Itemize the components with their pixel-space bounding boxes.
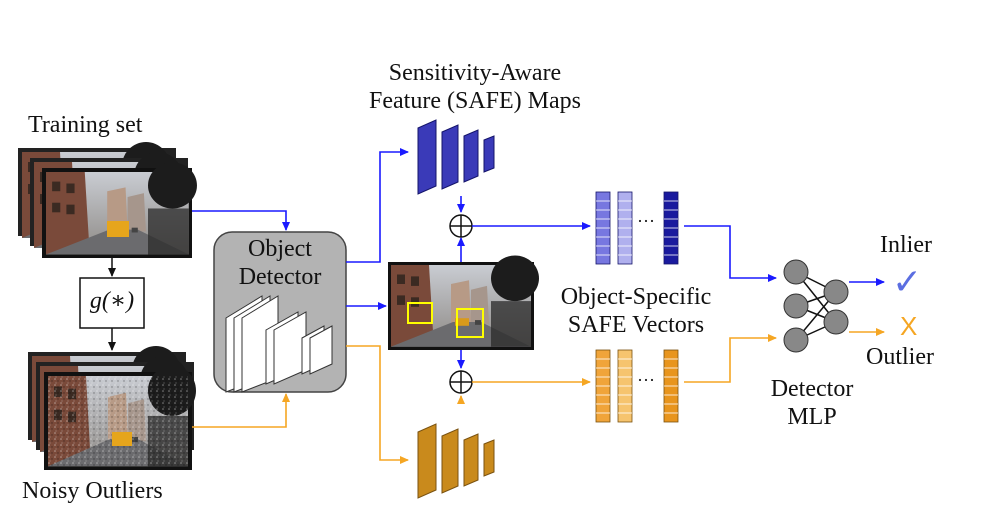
arrow-blue-vectors-to-mlp (684, 225, 777, 282)
blue-feature-maps (417, 119, 495, 195)
object-detector-line2: Detector (238, 263, 322, 290)
detector-mlp-label: Detector MLP (752, 376, 872, 431)
training-set-label: Training set (28, 112, 143, 138)
x-icon: X (900, 311, 918, 341)
taxi-mark (107, 221, 129, 237)
check-icon: ✓ (892, 262, 923, 303)
safe-vectors-line1: Object-Specific (560, 284, 712, 310)
safe-maps-title-line1: Sensitivity-Aware (388, 60, 562, 86)
arrow-noisy-to-detector (192, 393, 290, 428)
orange-vectors-ellipsis: ··· (637, 370, 655, 390)
safe-vectors-label: Object-Specific SAFE Vectors (538, 284, 734, 339)
bbox-1 (407, 302, 433, 324)
orange-feature-maps (417, 423, 495, 499)
training-set-stack (18, 142, 197, 258)
transform-box (79, 277, 145, 329)
orange-safe-vectors (595, 349, 679, 423)
arrow-detector-to-blue-maps (346, 148, 409, 263)
detector-mlp-line2: MLP (787, 403, 837, 430)
noisy-outliers-label: Noisy Outliers (22, 478, 163, 504)
outlier-label: Outlier (866, 344, 934, 370)
safe-vectors-line2: SAFE Vectors (567, 311, 705, 338)
blue-safe-vectors (595, 191, 679, 265)
safe-maps-title-line2: Feature (SAFE) Maps (369, 87, 581, 114)
detector-mlp-line1: Detector (770, 376, 854, 402)
detector-layers-icon (225, 295, 333, 393)
detection-scene-thumbnail (388, 255, 539, 350)
sum-node-icon (449, 370, 473, 394)
arrow-orange-vectors-to-mlp (684, 334, 777, 383)
neural-network-icon (783, 259, 849, 353)
blue-vectors-ellipsis: ··· (637, 211, 655, 231)
transform-label: g(∗) (89, 288, 135, 314)
arrow-train-to-detector (192, 210, 290, 231)
bbox-2 (456, 308, 484, 338)
object-detector-line1: Object (248, 236, 312, 262)
noisy-outliers-stack (28, 346, 196, 470)
safe-maps-title: Sensitivity-Aware Feature (SAFE) Maps (350, 60, 600, 115)
object-detector-label: Object Detector (214, 236, 346, 291)
inlier-label: Inlier (880, 232, 932, 258)
arrow-detector-to-orange-maps (346, 345, 409, 464)
sum-node-icon (449, 214, 473, 238)
